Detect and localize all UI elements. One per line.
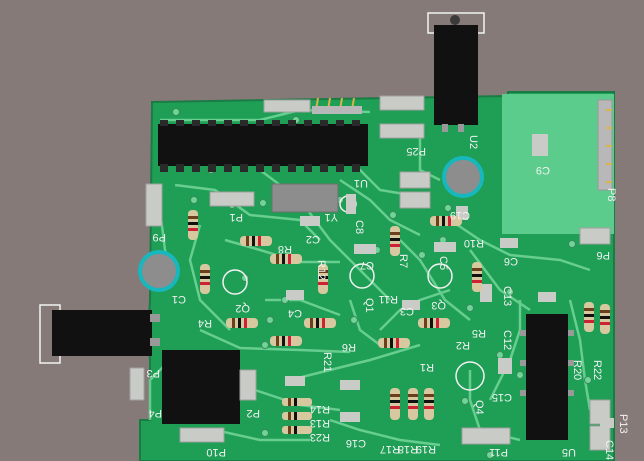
label-c1: C1 <box>172 293 186 305</box>
label-c16: C16 <box>346 437 366 449</box>
label-p9: P9 <box>153 231 166 243</box>
label-c13: C13 <box>501 286 513 306</box>
silkscreen-labels: P1 U1 P25 U2 C9 P8 P6 P9 C1 R4 Q2 C2 Y1 … <box>147 135 629 460</box>
smd-pads <box>129 95 611 451</box>
label-r2: R2 <box>456 339 470 351</box>
power-connector-left <box>39 304 160 364</box>
label-r6: R6 <box>342 341 356 353</box>
label-r23: R23 <box>310 431 330 443</box>
label-p6: P6 <box>597 249 610 261</box>
label-q4: Q4 <box>473 400 485 415</box>
ic-u1 <box>158 120 368 172</box>
smd-capacitors <box>285 134 614 428</box>
label-r4: R4 <box>198 317 212 329</box>
label-p4: P4 <box>149 407 162 419</box>
label-r7: R7 <box>397 254 409 268</box>
label-u5: U5 <box>562 446 576 458</box>
mounting-hole-left <box>138 250 180 292</box>
label-r1: R1 <box>420 361 434 373</box>
label-c8: C8 <box>353 220 365 234</box>
label-c15: C15 <box>492 391 512 403</box>
label-p13: P13 <box>617 414 629 434</box>
label-r5: R5 <box>472 327 486 339</box>
label-u2: U2 <box>467 135 479 149</box>
label-r17: R17 <box>380 443 400 455</box>
crystal-y1 <box>271 183 339 213</box>
label-c4: C4 <box>288 307 302 319</box>
label-p1: P1 <box>230 211 243 223</box>
ic-u5 <box>520 314 574 440</box>
label-c2: C2 <box>306 233 320 245</box>
label-q2: Q2 <box>235 302 250 314</box>
label-p11: P11 <box>489 446 508 458</box>
label-r19: R19 <box>416 443 436 455</box>
keepout-region <box>502 94 614 234</box>
regulator-u2 <box>427 12 485 132</box>
label-q3: Q3 <box>431 299 446 311</box>
label-r10: R10 <box>464 237 484 249</box>
mounting-hole-top <box>442 156 484 198</box>
inductor-bottom-left <box>162 350 240 424</box>
label-q1: Q1 <box>363 298 375 313</box>
label-c9: C9 <box>536 164 550 176</box>
label-r11: R11 <box>379 293 398 305</box>
label-r18: R18 <box>398 443 418 455</box>
label-r22: R22 <box>591 360 603 380</box>
label-p3: P3 <box>147 367 160 379</box>
label-r12: R12 <box>315 260 327 280</box>
label-p10: P10 <box>206 446 226 458</box>
label-c7: C7 <box>360 259 374 271</box>
label-p25: P25 <box>406 145 426 157</box>
pin-header-right <box>597 99 613 191</box>
resistors <box>188 210 610 434</box>
label-p8: P8 <box>605 188 617 201</box>
label-r14: R14 <box>310 403 330 415</box>
label-r8: R8 <box>278 243 292 255</box>
label-c5: C5 <box>437 256 449 270</box>
label-r21: R21 <box>321 352 333 372</box>
label-c12: C12 <box>501 330 513 350</box>
label-c19: C19 <box>450 209 470 221</box>
label-c14: C14 <box>603 440 615 460</box>
label-r20: R20 <box>571 360 583 380</box>
pin-header-top <box>312 97 362 114</box>
label-y1: Y1 <box>325 211 338 223</box>
label-c3: C3 <box>400 305 414 317</box>
label-r13: R13 <box>310 417 330 429</box>
label-p2: P2 <box>247 407 260 419</box>
label-c6: C6 <box>504 255 518 267</box>
label-u1: U1 <box>354 177 368 189</box>
